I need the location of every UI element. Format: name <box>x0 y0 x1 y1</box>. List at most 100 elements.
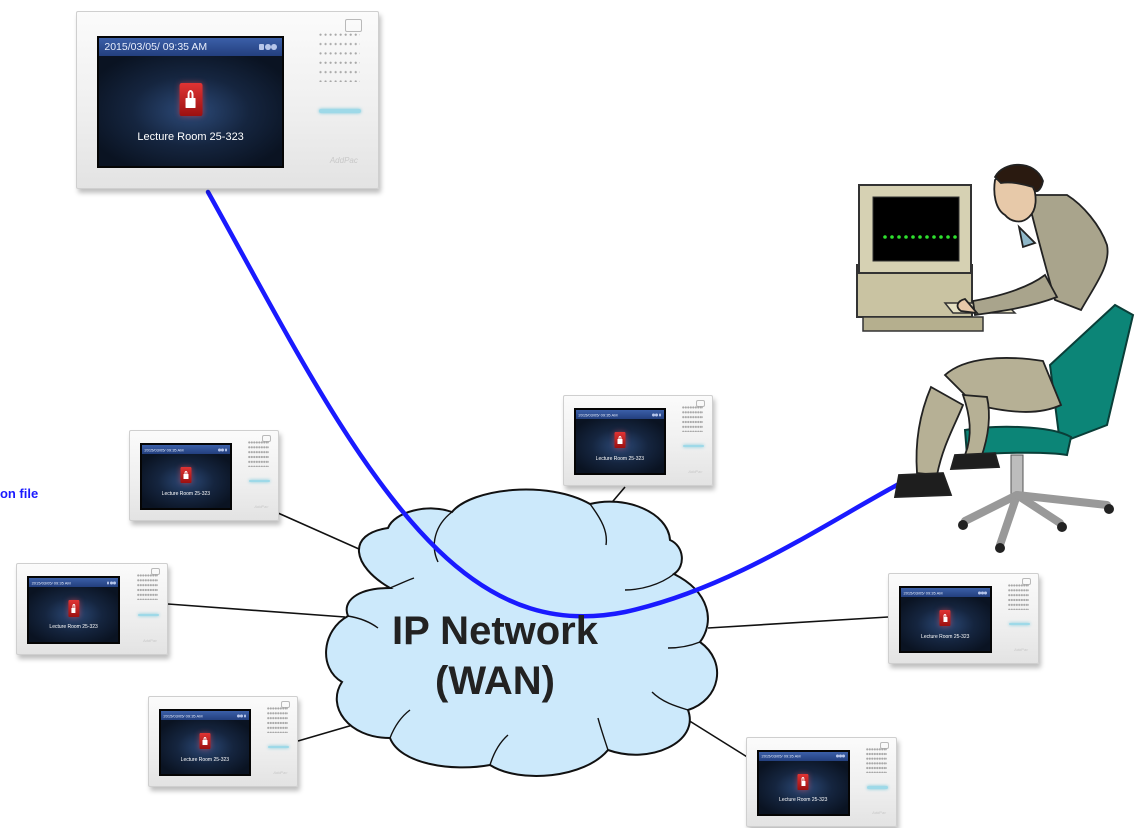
device-screen: 2015/03/05/ 09:35 AM Lecture Room 25-323 <box>96 36 285 169</box>
status-led <box>268 745 289 749</box>
access-panel-right-1[interactable]: 2015/03/05/ 09:35 AM Lecture Room 25-323… <box>888 573 1039 664</box>
settings-icon <box>271 44 277 51</box>
access-panel-right-2[interactable]: 2015/03/05/ 09:35 AM Lecture Room 25-323… <box>746 737 897 827</box>
settings-icon <box>658 413 662 417</box>
lock-icon <box>179 82 203 116</box>
computer-terminal-icon <box>856 184 1017 332</box>
status-icons <box>218 448 228 452</box>
lock-icon <box>180 467 192 484</box>
lock-icon <box>199 733 211 750</box>
network-label-line-1: IP Network <box>392 609 598 653</box>
room-name: Lecture Room 25-323 <box>180 756 230 763</box>
status-icons <box>258 44 277 51</box>
cloud-inner-lobe <box>433 511 453 563</box>
speaker-grille <box>682 404 704 432</box>
cloud-inner-lobe <box>624 573 675 591</box>
brand-logo: AddPac <box>273 769 288 775</box>
status-bar: 2015/03/05/ 09:35 AM <box>98 38 283 57</box>
connection-line-left-2 <box>167 603 346 618</box>
status-led <box>1008 622 1030 626</box>
settings-icon <box>224 448 228 452</box>
status-date-time: 2015/03/05/ 09:35 AM <box>144 447 184 453</box>
brand-logo: AddPac <box>1014 646 1029 652</box>
brand-logo: AddPac <box>143 637 158 643</box>
speaker-grille <box>267 705 289 733</box>
settings-icon <box>243 714 247 718</box>
speaker-grille <box>137 573 158 600</box>
status-date-time: 2015/03/05/ 09:35 AM <box>31 580 71 586</box>
status-led <box>866 786 888 789</box>
access-panel-left-3[interactable]: 2015/03/05/ 09:35 AM Lecture Room 25-323… <box>148 696 298 787</box>
room-name: Lecture Room 25-323 <box>921 633 970 640</box>
network-icon <box>265 44 271 51</box>
network-icon <box>655 413 659 417</box>
lock-icon <box>939 610 951 627</box>
brand-logo: AddPac <box>688 468 703 474</box>
device-screen: 2015/03/05/ 09:35 AM Lecture Room 25-323 <box>898 586 992 654</box>
brand-logo: AddPac <box>254 503 269 509</box>
network-icon <box>240 714 244 718</box>
network-icon <box>109 581 113 585</box>
speaker-grille <box>317 29 360 83</box>
status-icons <box>977 591 987 595</box>
operator-person-icon <box>893 163 1109 498</box>
room-name: Lecture Room 25-323 <box>779 797 828 804</box>
speaker-grille <box>866 746 888 774</box>
status-date-time: 2015/03/05/ 09:35 AM <box>578 412 618 418</box>
settings-icon <box>112 581 116 585</box>
status-icons <box>835 754 845 758</box>
connection-line-right-1 <box>707 616 889 629</box>
lock-icon <box>797 773 809 790</box>
access-panel-center[interactable]: 2015/03/05/ 09:35 AM Lecture Room 25-323… <box>563 395 713 486</box>
ip-network-label: IP Network (WAN) <box>355 606 635 706</box>
status-icons <box>237 714 247 718</box>
network-label-line-2: (WAN) <box>435 659 555 703</box>
device-screen: 2015/03/05/ 09:35 AM Lecture Room 25-323 <box>158 709 251 777</box>
settings-icon <box>984 591 987 595</box>
network-icon <box>981 591 984 595</box>
status-date-time: 2015/03/05/ 09:35 AM <box>104 41 208 54</box>
cloud-inner-lobe <box>389 577 415 589</box>
network-icon <box>839 754 842 758</box>
device-screen: 2015/03/05/ 09:35 AM Lecture Room 25-323 <box>139 443 232 511</box>
cloud-inner-lobe <box>389 709 411 739</box>
status-bar: 2015/03/05/ 09:35 AM <box>28 578 119 588</box>
status-led <box>319 108 362 114</box>
status-date-time: 2015/03/05/ 09:35 AM <box>903 590 943 596</box>
status-icons <box>106 581 116 585</box>
configuration-file-label: tion file <box>0 486 39 501</box>
signal-icon <box>835 754 839 758</box>
ip-network-cloud <box>325 488 718 777</box>
cloud-inner-lobe <box>667 641 701 649</box>
device-screen: 2015/03/05/ 09:35 AM Lecture Room 25-323 <box>26 576 121 644</box>
room-name: Lecture Room 25-323 <box>595 455 645 462</box>
speaker-grille <box>248 439 270 467</box>
speaker-grille <box>1008 582 1030 610</box>
settings-icon <box>842 754 845 758</box>
lock-icon <box>68 600 80 617</box>
signal-icon <box>237 714 241 718</box>
cloud-inner-lobe <box>347 615 379 629</box>
brand-logo: AddPac <box>329 156 358 166</box>
transfer-path <box>205 189 913 619</box>
device-screen: 2015/03/05/ 09:35 AM Lecture Room 25-323 <box>573 408 666 476</box>
access-panel-left-1[interactable]: 2015/03/05/ 09:35 AM Lecture Room 25-323… <box>129 430 279 521</box>
status-bar: 2015/03/05/ 09:35 AM <box>900 588 990 598</box>
signal-icon <box>977 591 981 595</box>
room-name: Lecture Room 25-323 <box>137 131 244 144</box>
signal-icon <box>652 413 656 417</box>
status-led <box>249 479 270 483</box>
signal-icon <box>218 448 222 452</box>
cloud-inner-lobe <box>597 717 609 751</box>
office-chair-icon <box>958 303 1135 553</box>
status-icons <box>652 413 662 417</box>
status-date-time: 2015/03/05/ 09:35 AM <box>163 713 203 719</box>
signal-icon <box>106 581 110 585</box>
cloud-inner-lobe <box>489 734 509 766</box>
status-date-time: 2015/03/05/ 09:35 AM <box>761 753 801 759</box>
cloud-inner-lobe <box>589 503 608 546</box>
status-led <box>137 613 159 616</box>
access-panel-main[interactable]: 2015/03/05/ 09:35 AM Lecture Room 25-323… <box>76 11 379 189</box>
access-panel-left-2[interactable]: 2015/03/05/ 09:35 AM Lecture Room 25-323… <box>16 563 168 655</box>
operator-workstation-icon <box>856 163 1135 553</box>
